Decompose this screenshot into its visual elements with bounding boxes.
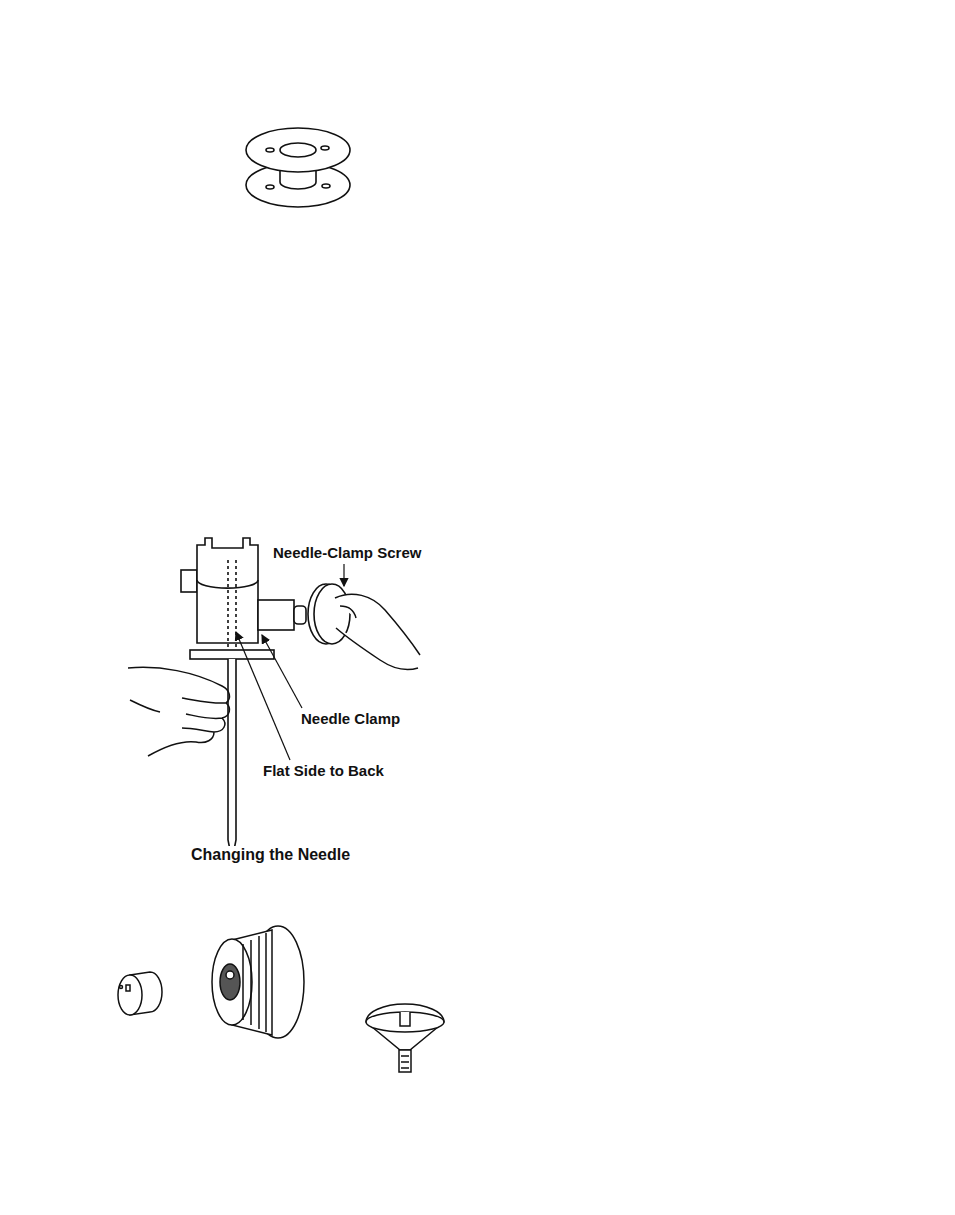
bobbin (246, 128, 350, 207)
leader-line (236, 564, 344, 760)
spool-cap (118, 972, 162, 1015)
figure-caption: Changing the Needle (189, 846, 352, 864)
part-label: Flat Side to Back (261, 762, 386, 780)
screw (366, 1004, 444, 1072)
needle-clamp-assembly (181, 538, 350, 860)
part-label: Needle Clamp (299, 710, 402, 728)
hand (335, 594, 420, 669)
part-label: Needle-Clamp Screw (271, 544, 423, 562)
hand (128, 667, 229, 756)
balance-wheel-knob (212, 926, 304, 1038)
